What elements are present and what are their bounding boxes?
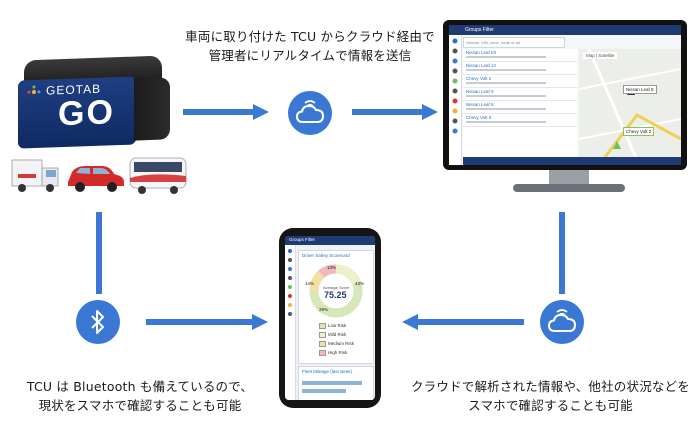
bottom-right-caption: クラウドで解析された情報や、他社の状況などを スマホで確認することも可能 (408, 377, 693, 415)
cloud-right (540, 300, 584, 344)
mileage-bar (302, 381, 362, 385)
top-caption-line2: 管理者にリアルタイムで情報を送信 (208, 48, 412, 63)
scorecard-donut (309, 264, 363, 318)
monitor-screen: Groups Filter Vehicle, VIN, zone, route … (449, 25, 681, 165)
list-item[interactable]: Nissan Leaf 5 (463, 101, 577, 114)
bus-icon (129, 157, 187, 194)
safety-scorecard: Driver Safety Scorecard 13% 43% 14% 29% … (298, 250, 374, 364)
truck-icon (11, 159, 59, 192)
monitor-sidebar (449, 35, 462, 165)
phone-topbar: Groups Filter (285, 236, 375, 245)
device-front: GEOTAB GO (18, 76, 136, 149)
vehicles-illustration (11, 157, 187, 194)
legend-low: Low Risk (319, 323, 346, 329)
map-label-2: Chevy Volt 2 (623, 127, 655, 136)
bluetooth-icon (91, 310, 104, 334)
mileage-bar (302, 389, 346, 393)
arrow-device-down (96, 212, 102, 294)
phone-sidebar-icons (288, 249, 292, 316)
top-caption-line1: 車両に取り付けた TCU からクラウド経由で (185, 29, 435, 44)
phone-group-filter[interactable]: Groups Filter (289, 237, 316, 242)
bluetooth-circle (76, 300, 120, 344)
average-label: Average Score (323, 285, 350, 290)
legend-high: High Risk (319, 350, 347, 356)
arrow-monitor-down (559, 212, 565, 294)
monitor-topbar: Groups Filter (449, 25, 681, 35)
monitor-group-filter[interactable]: Groups Filter (465, 27, 494, 33)
cloud-top (288, 91, 332, 135)
average-value: 75.25 (324, 290, 347, 300)
list-item[interactable]: Chevy Volt 3 (463, 114, 577, 127)
map-roads (579, 49, 681, 165)
arrow-bluetooth-to-phone (146, 314, 268, 330)
map-label-1: Nissan Leaf 8 (623, 85, 657, 94)
monitor-vehicle-list: Nissan Leaf 03 Nissan Leaf 12 Chevy Volt… (463, 49, 577, 165)
list-item[interactable]: Nissan Leaf 12 (463, 62, 577, 75)
top-caption: 車両に取り付けた TCU からクラウド経由で 管理者にリアルタイムで情報を送信 (175, 27, 445, 65)
arrow-cloud-to-monitor (352, 104, 438, 120)
car-icon (68, 166, 124, 192)
monitor-map[interactable]: Map | Satellite Nissan Leaf 8 Chevy Volt… (579, 49, 681, 165)
legend-medium: Medium Risk (319, 341, 354, 347)
scorecard-title: Driver Safety Scorecard (302, 253, 350, 258)
geotab-logo-icon (27, 85, 41, 95)
bottom-right-line1: クラウドで解析された情報や、他社の状況などを (410, 379, 691, 394)
fleet-mileage-title: Fleet Mileage (last week) (302, 369, 353, 374)
map-tab[interactable]: Map | Satellite (583, 52, 618, 59)
cloud-wifi-icon (547, 309, 577, 332)
geotab-device: GEOTAB GO (18, 55, 170, 149)
cloud-wifi-icon (295, 100, 325, 123)
monitor-bottombar (463, 157, 681, 165)
pct-top: 13% (327, 265, 337, 270)
arrow-device-to-cloud (183, 104, 269, 120)
device-model: GO (58, 93, 115, 134)
bottom-left-caption: TCU は Bluetooth も備えているので、 現状をスマホで確認することも… (20, 377, 260, 415)
list-item[interactable]: Nissan Leaf 9 (463, 88, 577, 101)
monitor-neck (549, 170, 589, 184)
sidebar-icons (452, 38, 458, 134)
list-item[interactable]: Chevy Volt 2 (463, 75, 577, 88)
pct-bottom: 29% (319, 307, 329, 312)
fleet-mileage-card: Fleet Mileage (last week) (298, 366, 374, 400)
device-side (134, 77, 170, 141)
phone-screen: Groups Filter Driver Safety Scorecard 13… (285, 236, 375, 400)
bottom-left-line1: TCU は Bluetooth も備えているので、 (26, 379, 254, 394)
phone-sidebar (285, 245, 296, 400)
arrow-cloud-to-phone (402, 314, 524, 330)
list-item[interactable]: Nissan Leaf 03 (463, 49, 577, 62)
legend-mild: Mild Risk (319, 332, 346, 338)
monitor-base (513, 184, 625, 192)
bottom-left-line2: 現状をスマホで確認することも可能 (38, 398, 242, 413)
monitor-search-input[interactable]: Vehicle, VIN, zone, route or ad (463, 37, 565, 48)
pct-right: 43% (355, 281, 365, 286)
bottom-right-line2: スマホで確認することも可能 (468, 398, 633, 413)
pct-left: 14% (305, 281, 315, 286)
